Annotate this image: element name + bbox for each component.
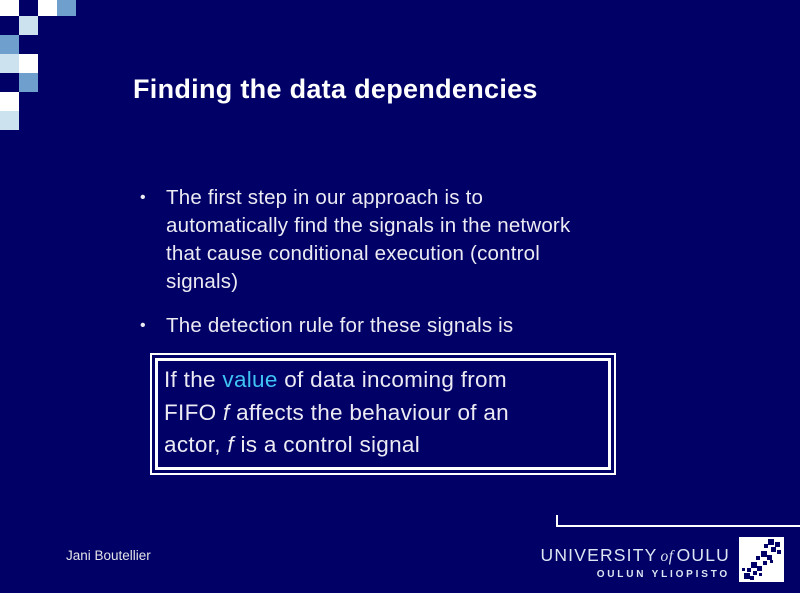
- decor-square: [0, 111, 19, 130]
- bullet-text: The first step in our approach is to auto…: [166, 184, 570, 296]
- decor-square: [57, 0, 76, 16]
- bullet-marker: •: [140, 189, 146, 206]
- rule-text: of data incoming from: [277, 367, 507, 392]
- slide-title: Finding the data dependencies: [133, 74, 538, 104]
- italic-variable: f: [223, 399, 230, 425]
- rule-text: FIFO: [164, 399, 223, 425]
- italic-variable: f: [227, 432, 234, 457]
- university-word: UNIVERSITY: [540, 545, 658, 565]
- rule-text-line: If the value of data incoming from: [164, 364, 602, 397]
- oulu-word: OULU: [676, 545, 730, 565]
- bullet-text-line: automatically find the signals in the ne…: [166, 214, 571, 237]
- decor-square: [19, 54, 38, 73]
- decor-square: [19, 16, 38, 35]
- accent-text: value: [222, 367, 278, 392]
- rule-text: affects the behaviour of an: [229, 399, 509, 425]
- bullet-item: • The first step in our approach is to aut…: [140, 184, 570, 296]
- bullet-text-line: The first step in our approach is to: [166, 186, 484, 209]
- university-logo-text-fi: OULUN YLIOPISTO: [596, 569, 730, 580]
- rule-text: is a control signal: [233, 432, 421, 457]
- bullet-list: • The first step in our approach is to aut…: [140, 184, 570, 356]
- decor-square: [0, 0, 19, 16]
- university-logo-mark: [739, 537, 784, 582]
- decor-square: [19, 73, 38, 92]
- rule-text: If the: [164, 367, 223, 392]
- bottom-border: [0, 593, 800, 598]
- rule-text-line: FIFO f affects the behaviour of an: [164, 397, 602, 430]
- of-word: of: [660, 548, 674, 565]
- footer-divider-line: [556, 525, 800, 527]
- bullet-text: The detection rule for these signals is: [166, 312, 513, 340]
- bullet-text-line: The detection rule for these signals is: [166, 314, 514, 337]
- decor-square: [0, 35, 19, 54]
- decor-square: [38, 0, 57, 16]
- bullet-marker: •: [140, 317, 146, 334]
- oulu-fractal-icon: [742, 539, 781, 580]
- footer-divider-tick: [556, 515, 558, 527]
- rule-text: actor,: [164, 432, 228, 457]
- bullet-item: • The detection rule for these signals is: [140, 312, 570, 340]
- rule-text-line: actor, f is a control signal: [164, 429, 602, 462]
- bullet-text-line: that cause conditional execution (contro…: [166, 242, 541, 265]
- decor-square: [0, 92, 19, 111]
- author-name: Jani Boutellier: [66, 548, 151, 563]
- decor-square: [0, 54, 19, 73]
- bullet-text-line: signals): [166, 270, 239, 293]
